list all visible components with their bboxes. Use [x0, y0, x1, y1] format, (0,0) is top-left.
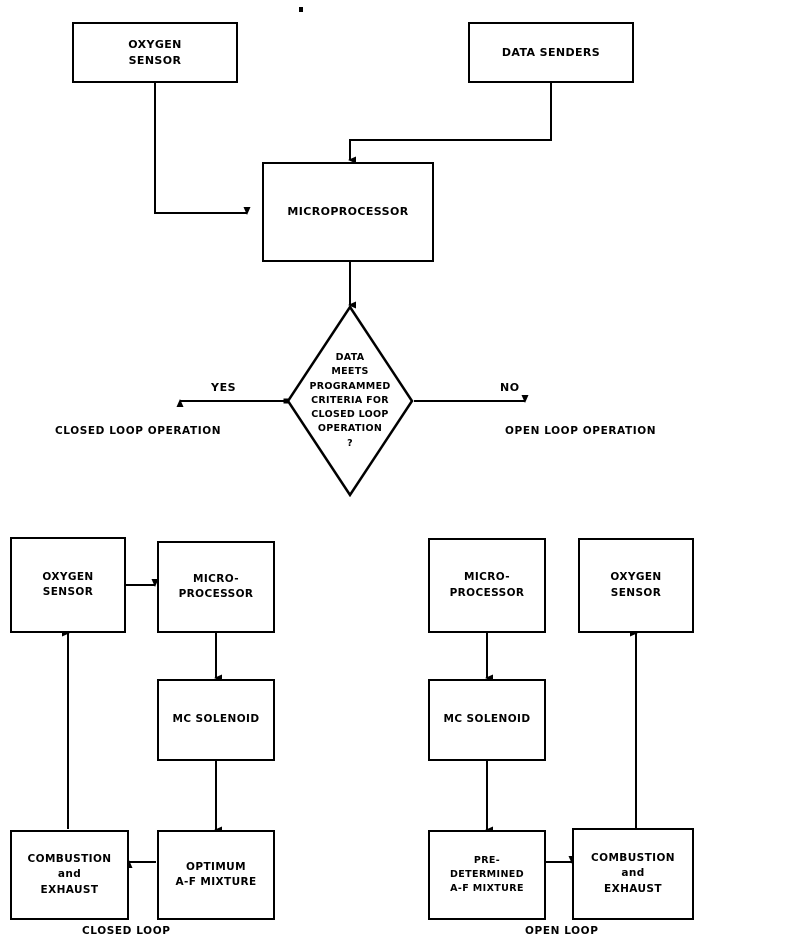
node-line: OXYGEN [128, 37, 182, 51]
node-line: OXYGEN [610, 571, 662, 584]
node-line: PROCESSOR [178, 588, 254, 600]
caption-open-loop: OPEN LOOP [525, 925, 599, 937]
node-line: OXYGEN [42, 570, 94, 583]
node-line: and [621, 867, 645, 880]
node-line: PROCESSOR [449, 586, 525, 599]
node-cl-optimum-af-mixture[interactable]: OPTIMUM A-F MIXTURE [157, 830, 275, 920]
node-oxygen-sensor-top[interactable]: OXYGEN SENSOR [72, 22, 238, 83]
node-line: A-F MIXTURE [175, 876, 257, 888]
node-ol-predetermined-af-mixture[interactable]: PRE- DETERMINED A-F MIXTURE [428, 830, 546, 920]
caption-closed-loop-operation: CLOSED LOOP OPERATION [55, 425, 222, 437]
node-ol-combustion-exhaust[interactable]: COMBUSTION and EXHAUST [572, 828, 694, 920]
node-line: SENSOR [128, 53, 182, 67]
node-line: MICRO- [463, 571, 511, 584]
node-microprocessor-top[interactable]: MICROPROCESSOR [262, 162, 434, 262]
node-line: EXHAUST [604, 882, 662, 895]
node-data-senders[interactable]: DATA SENDERS [468, 22, 634, 83]
node-ol-mc-solenoid[interactable]: MC SOLENOID [428, 679, 546, 761]
node-line: MC SOLENOID [172, 713, 260, 726]
node-cl-mc-solenoid[interactable]: MC SOLENOID [157, 679, 275, 761]
node-line: MICRO- [192, 572, 240, 585]
node-cl-combustion-exhaust[interactable]: COMBUSTION and EXHAUST [10, 830, 129, 920]
node-ol-oxygen-sensor[interactable]: OXYGEN SENSOR [578, 538, 694, 633]
node-line: SENSOR [42, 586, 94, 598]
node-line: COMBUSTION [591, 852, 675, 865]
caption-closed-loop: CLOSED LOOP [82, 925, 171, 937]
node-line: DATA SENDERS [501, 45, 601, 59]
decision-diamond-shape [286, 305, 414, 497]
node-line: COMBUSTION [27, 853, 112, 866]
node-line: MICROPROCESSOR [287, 205, 409, 219]
branch-label-yes: YES [211, 381, 237, 394]
wire-datasenders-to-microprocessor [348, 83, 552, 164]
node-line: PRE- [473, 855, 501, 867]
node-line: DETERMINED [450, 869, 524, 881]
node-line: and [57, 868, 82, 881]
scan-artifact-speck [299, 7, 303, 12]
node-line: MC SOLENOID [443, 713, 531, 726]
wire-oxygen-to-microprocessor [154, 83, 251, 215]
node-line: A-F MIXTURE [450, 882, 524, 894]
node-line: SENSOR [610, 586, 662, 599]
decision-diamond[interactable]: DATA MEETS PROGRAMMED CRITERIA FOR CLOSE… [286, 305, 414, 497]
node-ol-microprocessor[interactable]: MICRO- PROCESSOR [428, 538, 546, 633]
branch-label-no: NO [500, 381, 520, 394]
node-line: OPTIMUM [186, 860, 246, 873]
node-cl-microprocessor[interactable]: MICRO- PROCESSOR [157, 541, 275, 633]
node-line: EXHAUST [40, 883, 99, 896]
node-cl-oxygen-sensor[interactable]: OXYGEN SENSOR [10, 537, 126, 633]
caption-open-loop-operation: OPEN LOOP OPERATION [505, 425, 657, 437]
